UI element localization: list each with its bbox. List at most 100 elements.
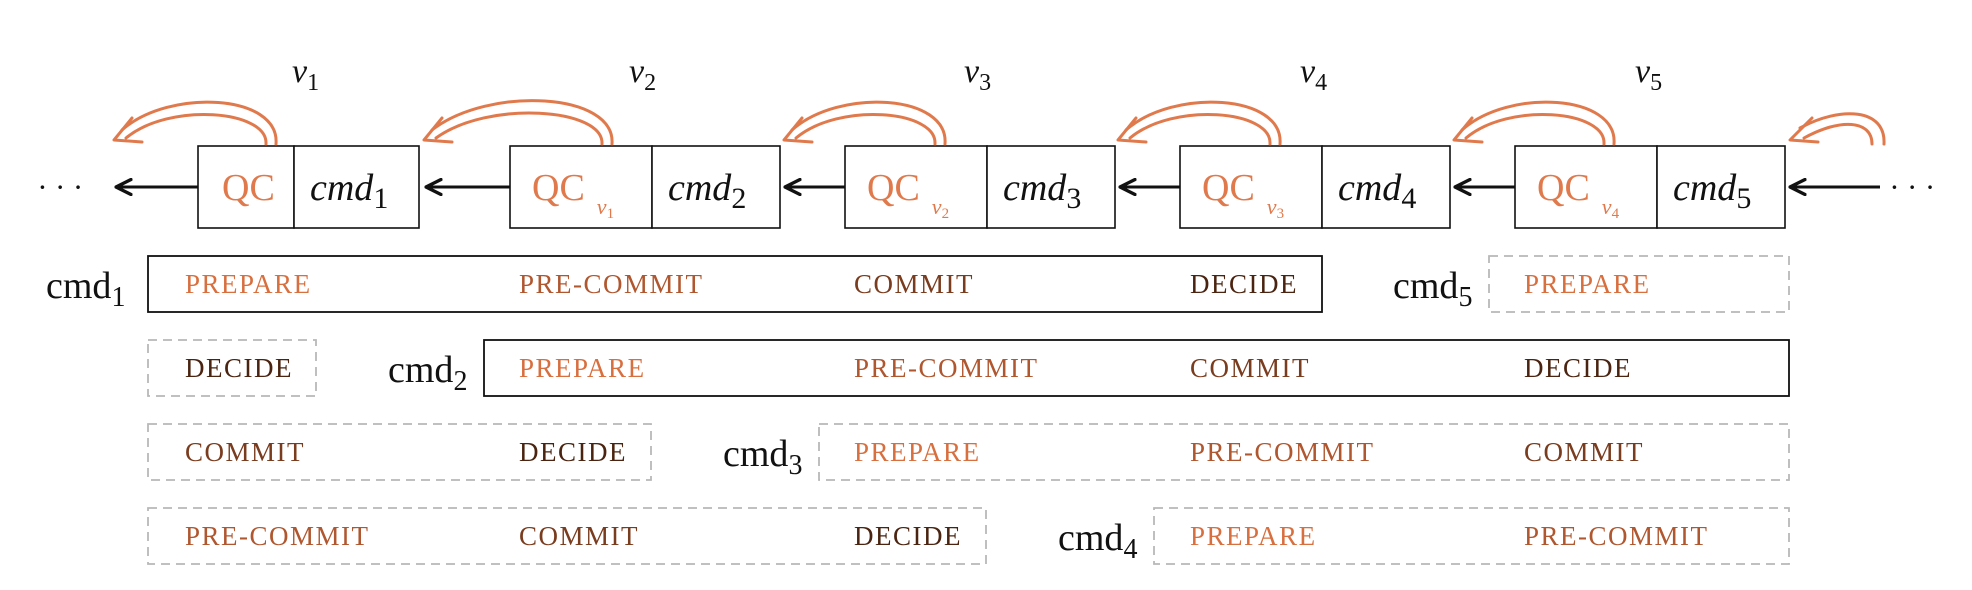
phase-box-dashed (1153, 507, 1790, 565)
view-label-1: v1 (292, 53, 319, 96)
phase-box-dashed (147, 423, 652, 481)
command-sub: 3 (788, 450, 802, 481)
phase-commit: COMMIT (185, 437, 305, 467)
qc-view-index: 2 (942, 206, 950, 222)
qc-pointer-2 (422, 99, 614, 146)
qc-view-letter: v (597, 194, 607, 219)
cmd-text: cmd (1003, 167, 1067, 209)
qc-pointer-outer (1124, 100, 1282, 146)
qc-pointer-head (1788, 116, 1820, 144)
command-row-5: COMMIT DECIDE (147, 423, 652, 481)
qc-view-letter: v (932, 194, 942, 219)
qc-pointer-head (782, 116, 814, 144)
command-label: cmd1 (46, 265, 125, 313)
phase-box-dashed (1488, 255, 1790, 313)
phase-decide: DECIDE (519, 437, 627, 467)
qc-pointer-outer (790, 100, 947, 146)
phase-prepare: PREPARE (519, 353, 646, 383)
command-name: cmd (1393, 265, 1458, 307)
phase-commit: COMMIT (1524, 437, 1644, 467)
view-index: 4 (1315, 70, 1327, 96)
cmd-text: cmd (1673, 167, 1737, 209)
phase-commit: COMMIT (1190, 353, 1310, 383)
qc-pointer-head (112, 116, 144, 144)
phase-decide: DECIDE (854, 521, 962, 551)
qc-text: QC (222, 167, 275, 209)
command-name: cmd (1058, 517, 1123, 559)
block-3-cmd-cell (986, 145, 1116, 229)
qc-pointer-outer (430, 99, 614, 146)
block-3-qc-cell (844, 145, 988, 229)
qc-pointer-5 (1452, 100, 1616, 146)
qc-text: QC (1537, 167, 1590, 209)
qc-pointer-head (1116, 116, 1148, 144)
block-1-cmd-cell (293, 145, 420, 229)
cmd-text: cmd (668, 167, 732, 209)
phase-pre-commit: PRE-COMMIT (519, 269, 704, 299)
phase-pre-commit: PRE-COMMIT (185, 521, 370, 551)
cmd-sub: 1 (373, 182, 388, 215)
qc-view-index: 3 (1277, 206, 1285, 222)
view-label-2: v2 (629, 53, 656, 96)
qc-pointer-inner (434, 111, 604, 146)
qc-pointer-head (422, 116, 454, 144)
phase-box-solid (147, 255, 1323, 313)
command-sub: 4 (1123, 534, 1137, 565)
cmd-sub: 4 (1401, 182, 1416, 215)
phase-commit: COMMIT (854, 269, 974, 299)
view-letter: v (1300, 53, 1316, 90)
qc-pointer-inner (1802, 123, 1874, 146)
view-index: 5 (1650, 70, 1662, 96)
view-label-4: v4 (1300, 53, 1327, 96)
command-sub: 5 (1458, 282, 1472, 313)
phase-decide: DECIDE (185, 353, 293, 383)
block-1-cmd-label: cmd1 (310, 167, 388, 215)
phase-box-dashed (147, 339, 317, 397)
command-label: cmd4 (1058, 517, 1137, 565)
phase-prepare: PREPARE (185, 269, 312, 299)
command-sub: 2 (453, 366, 467, 397)
qc-pointer-4 (1116, 100, 1282, 146)
command-row-7: PRE-COMMIT COMMIT DECIDE (147, 507, 987, 565)
phase-box-dashed (818, 423, 1790, 481)
qc-pointer-1 (112, 100, 278, 146)
block-2-cmd-cell (651, 145, 781, 229)
view-letter: v (964, 53, 980, 90)
phase-box-dashed (147, 507, 987, 565)
qc-text: QC (867, 167, 920, 209)
block-3-cmd-label: cmd3 (1003, 167, 1081, 215)
view-letter: v (292, 53, 308, 90)
phase-pre-commit: PRE-COMMIT (1524, 521, 1709, 551)
command-row-3: DECIDE (147, 339, 317, 397)
cmd-sub: 2 (731, 182, 746, 215)
block-5-cmd-cell (1656, 145, 1786, 229)
block-3-qc-label: QC v2 (867, 167, 949, 222)
phase-commit: COMMIT (519, 521, 639, 551)
view-label-5: v5 (1635, 53, 1662, 96)
view-index: 2 (644, 70, 656, 96)
command-name: cmd (46, 265, 111, 307)
block-2-cmd-label: cmd2 (668, 167, 746, 215)
qc-pointer-outer (1798, 112, 1886, 146)
qc-pointer-inner (794, 113, 937, 146)
block-5-qc-cell (1514, 145, 1658, 229)
command-label: cmd2 (388, 349, 467, 397)
phase-pre-commit: PRE-COMMIT (854, 353, 1039, 383)
cmd-sub: 3 (1066, 182, 1081, 215)
block-1-qc-cell (197, 145, 295, 229)
qc-text: QC (532, 167, 585, 209)
view-index: 1 (307, 70, 319, 96)
block-4-qc-cell (1179, 145, 1323, 229)
qc-pointer-head (1452, 116, 1484, 144)
view-letter: v (1635, 53, 1651, 90)
